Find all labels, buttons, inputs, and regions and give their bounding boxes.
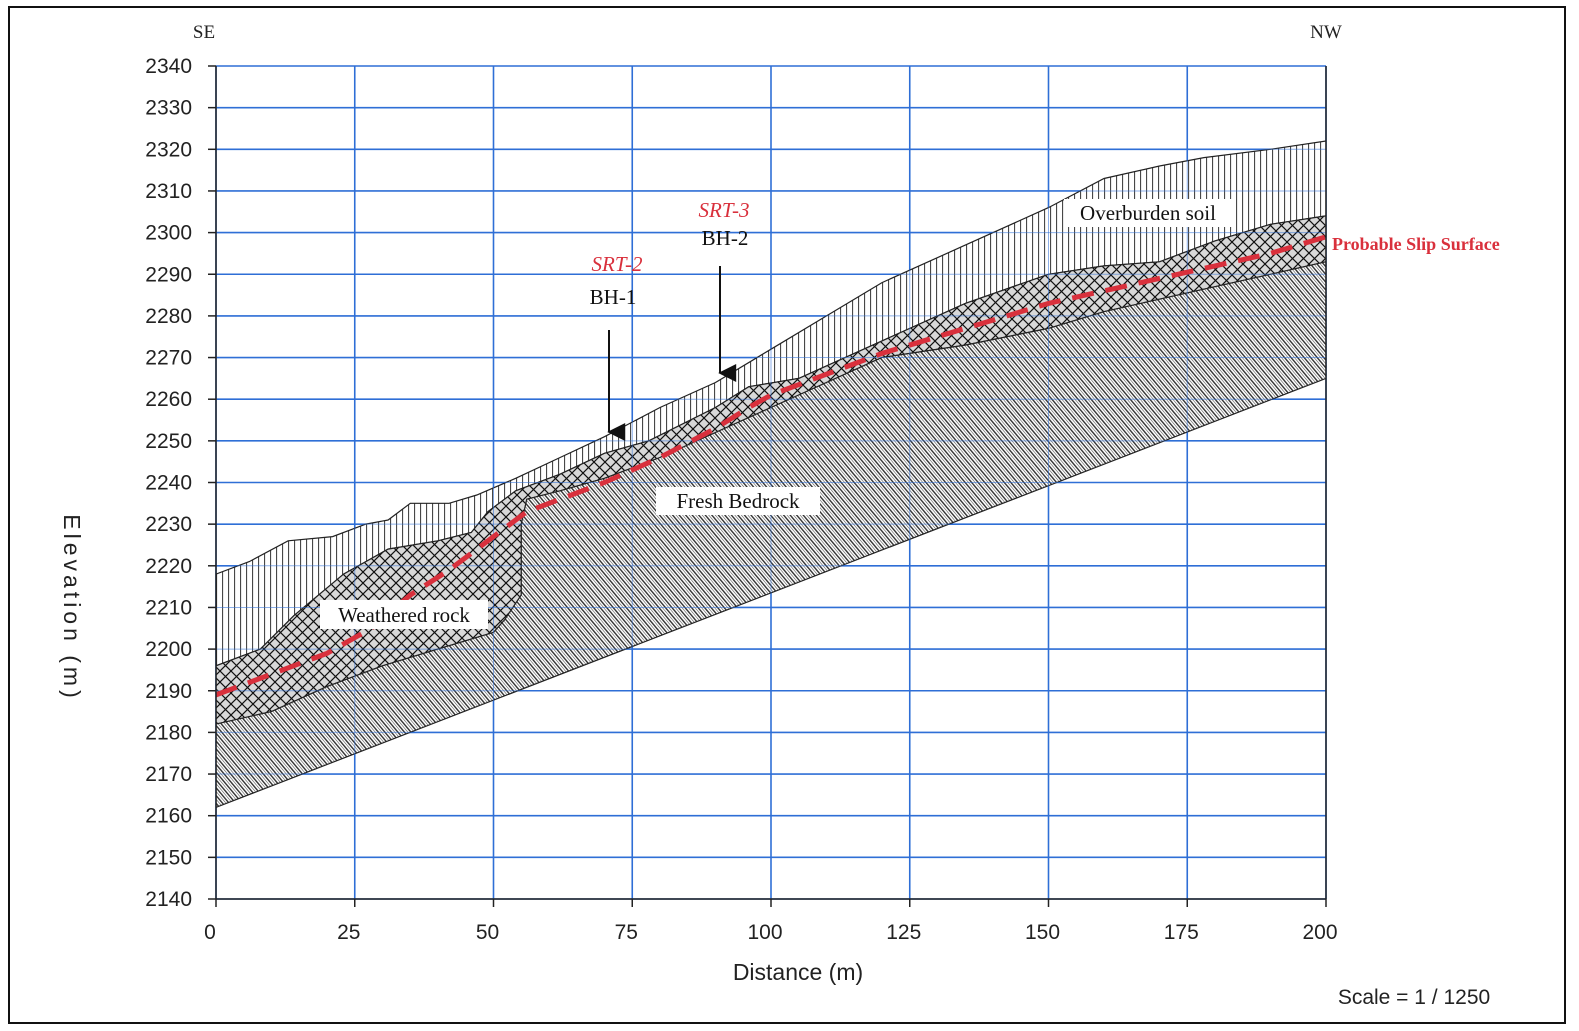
y-tick-label: 2290 (145, 263, 192, 286)
direction-nw: NW (1310, 22, 1342, 43)
y-tick-label: 2240 (145, 472, 192, 495)
x-tick-label: 75 (615, 921, 638, 944)
probable-slip-surface-line (215, 234, 1327, 698)
overburden-label: Overburden soil (1080, 201, 1216, 225)
y-tick-label: 2300 (145, 222, 192, 245)
direction-se: SE (193, 22, 215, 43)
x-tick-label: 175 (1164, 921, 1199, 944)
borehole-bh2: SRT-3 BH-2 (699, 198, 750, 382)
y-tick-label: 2160 (145, 805, 192, 828)
figure-frame (8, 6, 1566, 1024)
borehole-bh1: SRT-2 BH-1 (590, 252, 643, 441)
y-tick-label: 2270 (145, 347, 192, 370)
x-axis-title: Distance (m) (733, 959, 863, 985)
grid-overlay (216, 66, 1326, 899)
y-tick-label: 2230 (145, 513, 192, 536)
label-weathered: Weathered rock (320, 600, 488, 629)
y-tick-label: 2170 (145, 763, 192, 786)
slip-surface-label: Probable Slip Surface (1332, 234, 1500, 254)
bedrock-label: Fresh Bedrock (676, 489, 800, 513)
bh2-label: BH-2 (702, 226, 749, 250)
label-bedrock: Fresh Bedrock (656, 487, 820, 515)
y-tick-label: 2200 (145, 638, 192, 661)
y-tick-label: 2180 (145, 721, 192, 744)
x-tick-label: 50 (476, 921, 499, 944)
y-tick-label: 2330 (145, 97, 192, 120)
y-tick-label: 2340 (145, 55, 192, 78)
y-tick-label: 2210 (145, 596, 192, 619)
y-tick-label: 2250 (145, 430, 192, 453)
x-tick-label: 100 (747, 921, 782, 944)
x-tick-label: 125 (886, 921, 921, 944)
x-tick-label: 25 (337, 921, 360, 944)
y-tick-label: 2220 (145, 555, 192, 578)
label-slip-surface: Probable Slip Surface (1330, 232, 1552, 256)
x-tick-label: 150 (1025, 921, 1060, 944)
y-tick-label: 2150 (145, 846, 192, 869)
y-tick-label: 2190 (145, 680, 192, 703)
y-tick-label: 2320 (145, 138, 192, 161)
x-tick-label: 200 (1302, 921, 1337, 944)
y-axis-title: Elevation (m) (59, 514, 85, 701)
x-tick-label: 0 (204, 921, 216, 944)
scale-note: Scale = 1 / 1250 (1338, 986, 1490, 1009)
bh1-label: BH-1 (590, 285, 637, 309)
weathered-label: Weathered rock (338, 603, 470, 627)
y-tick-label: 2140 (145, 888, 192, 911)
srt3-label: SRT-3 (699, 198, 750, 222)
y-tick-label: 2310 (145, 180, 192, 203)
label-overburden: Overburden soil (1064, 199, 1232, 227)
y-tick-label: 2260 (145, 388, 192, 411)
y-axis-ticks: 2140 2150 2160 2170 2180 2190 2200 2210 2220 2230… (145, 55, 216, 911)
srt2-label: SRT-2 (592, 252, 643, 276)
x-axis-ticks: 0 25 50 75 100 125 150 175 200 (204, 899, 1338, 944)
y-tick-label: 2280 (145, 305, 192, 328)
